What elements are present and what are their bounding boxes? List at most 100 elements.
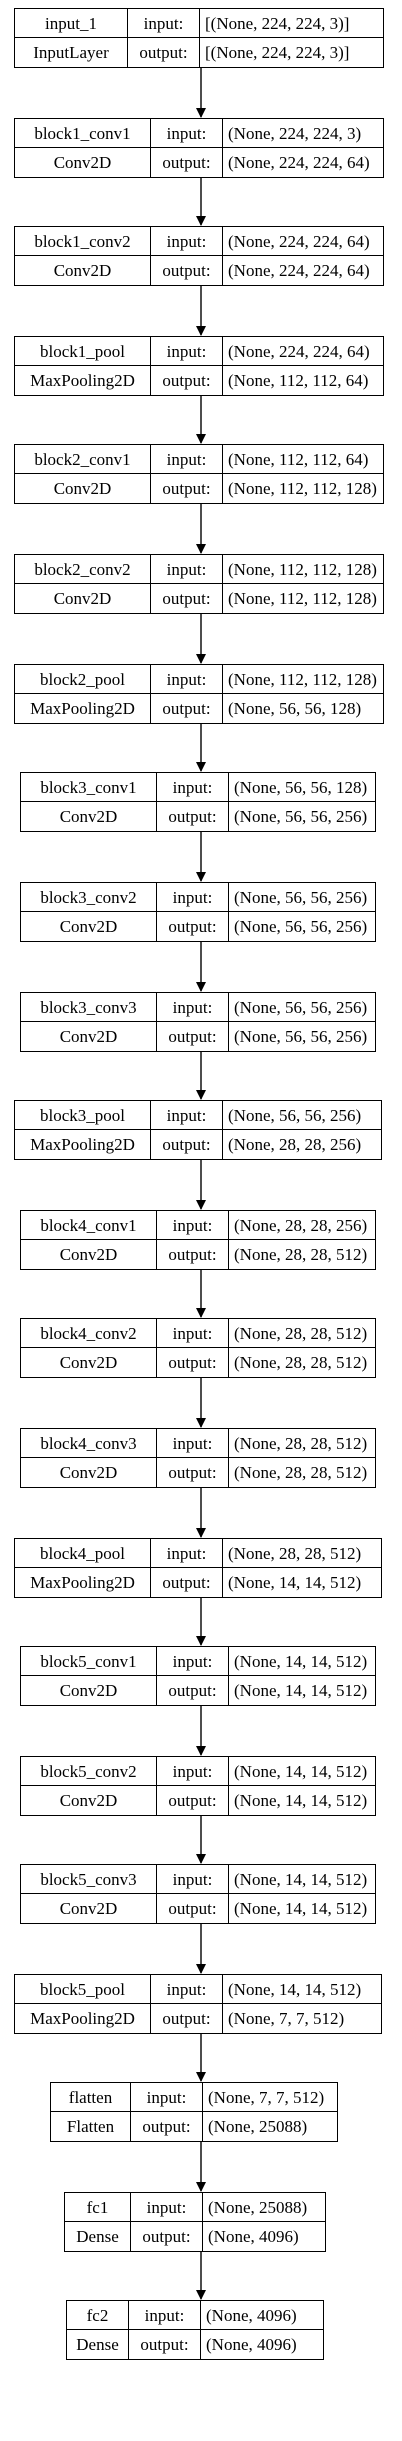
- input-shape: (None, 56, 56, 256): [234, 997, 368, 1017]
- layer-name: block1_pool: [15, 337, 151, 365]
- output-label: output:: [128, 38, 200, 67]
- layer-name: block2_conv2: [15, 555, 151, 583]
- output-shape: (None, 14, 14, 512): [234, 1899, 368, 1918]
- layer-name: block3_conv3: [21, 993, 157, 1021]
- layer-type: Conv2D: [15, 474, 151, 503]
- output-label: output:: [151, 1130, 223, 1159]
- layer-name: block5_conv1: [21, 1647, 157, 1675]
- layer-type: MaxPooling2D: [15, 1130, 151, 1159]
- layer-type: Conv2D: [15, 148, 151, 177]
- layer-name: block3_pool: [15, 1101, 151, 1129]
- output-label: output:: [157, 1348, 229, 1377]
- layer-type: Conv2D: [21, 802, 157, 831]
- layer-name: block4_conv2: [21, 1319, 157, 1347]
- output-shape: (None, 56, 56, 128): [228, 699, 362, 718]
- output-shape: (None, 224, 224, 64): [228, 153, 370, 172]
- input-label: input:: [151, 665, 223, 693]
- layer-type: MaxPooling2D: [15, 1568, 151, 1597]
- layer-type: Flatten: [51, 2112, 131, 2141]
- input-label: input:: [151, 337, 223, 365]
- layer-type: Conv2D: [21, 1022, 157, 1051]
- output-shape: (None, 28, 28, 512): [234, 1245, 368, 1264]
- output-label: output:: [151, 694, 223, 723]
- layer-name: block4_conv3: [21, 1429, 157, 1457]
- output-label: output:: [157, 1676, 229, 1705]
- input-shape: (None, 224, 224, 64): [228, 341, 370, 361]
- output-shape: (None, 25088): [208, 2117, 308, 2136]
- layer-type: MaxPooling2D: [15, 2004, 151, 2033]
- input-shape: (None, 224, 224, 3): [228, 123, 362, 143]
- layer-name: input_1: [15, 9, 128, 37]
- output-shape: (None, 56, 56, 256): [234, 917, 368, 936]
- input-shape: (None, 56, 56, 128): [234, 777, 368, 797]
- output-shape: (None, 14, 14, 512): [234, 1791, 368, 1810]
- input-shape: (None, 25088): [208, 2197, 308, 2217]
- layer-name: fc2: [67, 2301, 129, 2329]
- layer-type: Conv2D: [21, 1894, 157, 1923]
- output-shape: (None, 28, 28, 512): [234, 1463, 368, 1482]
- input-shape: (None, 112, 112, 128): [228, 559, 377, 579]
- input-label: input:: [157, 993, 229, 1021]
- layer-name: block2_conv1: [15, 445, 151, 473]
- output-shape: (None, 112, 112, 128): [228, 479, 377, 498]
- output-label: output:: [151, 474, 223, 503]
- layer-type: Dense: [67, 2330, 129, 2359]
- output-shape: (None, 7, 7, 512): [228, 2009, 345, 2028]
- input-label: input:: [151, 227, 223, 255]
- layer-name: block5_conv2: [21, 1757, 157, 1785]
- input-shape: (None, 224, 224, 64): [228, 231, 370, 251]
- input-shape: (None, 28, 28, 512): [234, 1323, 368, 1343]
- layer-type: Conv2D: [21, 1676, 157, 1705]
- layer-name: fc1: [65, 2193, 131, 2221]
- output-shape: (None, 224, 224, 64): [228, 261, 370, 280]
- output-shape: (None, 56, 56, 256): [234, 1027, 368, 1046]
- input-shape: (None, 112, 112, 128): [228, 669, 377, 689]
- input-shape: (None, 28, 28, 256): [234, 1215, 368, 1235]
- layer-type: Conv2D: [21, 912, 157, 941]
- layer-name: block1_conv1: [15, 119, 151, 147]
- layer-name: block2_pool: [15, 665, 151, 693]
- input-label: input:: [157, 1429, 229, 1457]
- layer-type: Conv2D: [15, 584, 151, 613]
- output-label: output:: [131, 2112, 203, 2141]
- output-shape: (None, 56, 56, 256): [234, 807, 368, 826]
- input-label: input:: [157, 1865, 229, 1893]
- input-shape: (None, 56, 56, 256): [234, 887, 368, 907]
- input-shape: (None, 7, 7, 512): [208, 2087, 325, 2107]
- output-shape: (None, 28, 28, 256): [228, 1135, 362, 1154]
- input-label: input:: [157, 883, 229, 911]
